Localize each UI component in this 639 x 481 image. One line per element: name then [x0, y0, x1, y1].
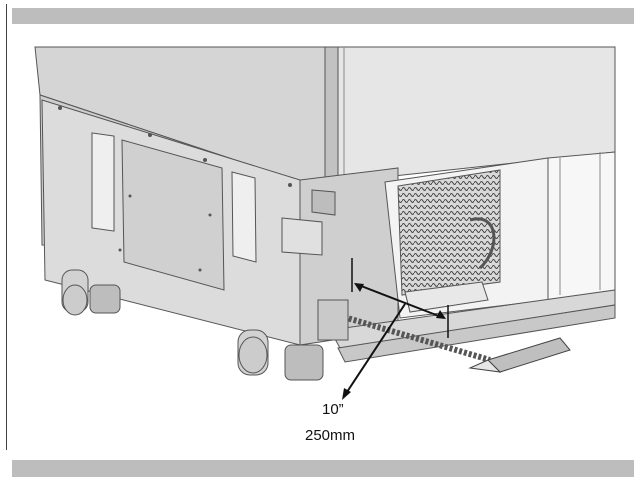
top-gray-band: [12, 8, 634, 24]
strap-rod: [317, 299, 491, 363]
dimension-metric-label: 250mm: [305, 427, 356, 444]
condenser-compartment: [384, 157, 549, 319]
dimension-imperial-label: 10”: [322, 401, 344, 418]
base-housing: [41, 99, 399, 346]
bottom-gray-band: [12, 460, 634, 477]
caster-right: [237, 329, 324, 381]
dimension-markers: [342, 258, 449, 400]
left-border-line: [6, 4, 7, 450]
utility-knife: [468, 337, 571, 373]
right-frame: [329, 151, 616, 363]
caster-left: [61, 269, 121, 316]
